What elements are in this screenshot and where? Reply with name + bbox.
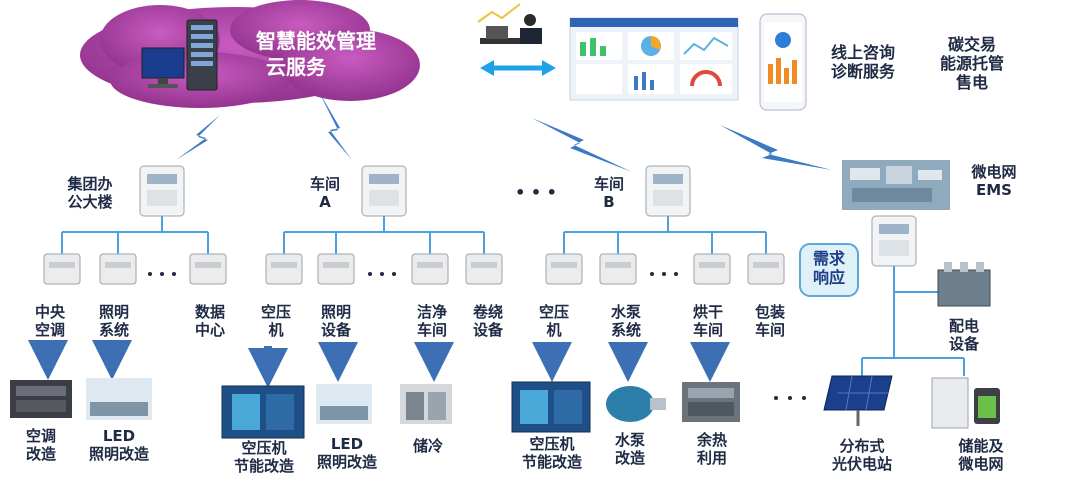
meter-label-lighting-equipment: 照明 设备 xyxy=(320,303,351,339)
breaker-module-icon xyxy=(189,253,227,285)
server-icon xyxy=(186,19,218,91)
meter-label-data-center: 数据 中心 xyxy=(194,303,225,339)
meter-label-distribution: 配电 设备 xyxy=(948,317,979,353)
breaker-module-icon xyxy=(99,253,137,285)
meter-label-winding-equipment: 卷绕 设备 xyxy=(472,303,503,339)
outcome-waste-heat: 余热 利用 xyxy=(696,431,727,467)
led-office-image xyxy=(316,384,372,424)
breaker-module-icon xyxy=(317,253,355,285)
transformer-image xyxy=(937,262,991,307)
lightning-bolt-icon xyxy=(532,118,632,172)
group-ellipsis: • • • xyxy=(515,183,557,202)
smart-meter-icon xyxy=(871,215,917,267)
businessman-laptop-icon xyxy=(477,3,542,44)
outcome-solar-station: 分布式 光伏电站 xyxy=(831,437,892,473)
dashboard-screenshot xyxy=(569,17,739,101)
air-compressor-image xyxy=(511,381,591,433)
meter-label-compressor-a: 空压 机 xyxy=(260,303,291,339)
breaker-module-icon xyxy=(465,253,503,285)
breaker-module-icon xyxy=(747,253,785,285)
cold-storage-image xyxy=(400,384,452,424)
demand-response-badge xyxy=(799,243,859,297)
group-label-workshop-b: 车间 B xyxy=(593,175,624,211)
lightning-bolt-icon xyxy=(176,115,220,160)
group-label-workshop-a: 车间 A xyxy=(309,175,340,211)
cloud-shape xyxy=(80,0,420,108)
outcome-led-retrofit-1: LED 照明改造 xyxy=(88,427,149,463)
bidirectional-arrow xyxy=(480,60,556,76)
outcome-storage-microgrid: 储能及 微电网 xyxy=(958,437,1004,473)
ellipsis-dots xyxy=(148,272,806,400)
heat-recovery-image xyxy=(682,382,740,422)
breaker-module-icon xyxy=(693,253,731,285)
outcome-compressor-retrofit-2: 空压机 节能改造 xyxy=(521,435,582,471)
meter-label-lighting-system: 照明 系统 xyxy=(98,303,129,339)
breaker-module-icon xyxy=(411,253,449,285)
cloud-title-line2: 云服务 xyxy=(266,55,326,79)
monitor-icon xyxy=(141,47,185,88)
meter-label-packaging-workshop: 包装 车间 xyxy=(754,303,785,339)
breaker-module-icon xyxy=(265,253,303,285)
group-label-office: 集团办 公大楼 xyxy=(67,175,113,211)
microgrid-aerial-image xyxy=(842,160,950,210)
meter-label-drying-workshop: 烘干 车间 xyxy=(692,303,723,339)
breaker-module-icon xyxy=(545,253,583,285)
smart-meter-icon xyxy=(361,165,407,217)
meter-label-compressor-b: 空压 机 xyxy=(538,303,569,339)
outcome-led-retrofit-2: LED 照明改造 xyxy=(316,435,377,471)
meter-label-pump-system: 水泵 系统 xyxy=(610,303,641,339)
energy-storage-cabinet-image xyxy=(931,377,1000,429)
mobile-phone-icon xyxy=(759,13,807,111)
outcome-cold-storage: 储冷 xyxy=(412,437,443,455)
cloud-title-line1: 智慧能效管理 xyxy=(256,29,376,53)
meter-label-clean-room: 洁净 车间 xyxy=(416,303,447,339)
smart-meter-icon xyxy=(645,165,691,217)
air-compressor-image xyxy=(221,385,305,439)
outcome-compressor-retrofit-1: 空压机 节能改造 xyxy=(233,439,294,475)
online-consulting-label: 线上咨询 诊断服务 xyxy=(830,43,895,81)
down-arrows xyxy=(28,340,730,388)
outcome-ac-retrofit: 空调 改造 xyxy=(25,427,56,463)
lightning-bolt-icon xyxy=(720,125,832,170)
solar-panel-image xyxy=(823,375,893,426)
smart-meter-icon xyxy=(139,165,185,217)
group-label-ems: 微电网 EMS xyxy=(971,163,1017,199)
bus-wires xyxy=(61,216,965,376)
led-office-image xyxy=(86,378,152,420)
hvac-unit-image xyxy=(10,380,72,418)
breaker-module-icon xyxy=(43,253,81,285)
demand-response-label: 需求 响应 xyxy=(812,249,845,287)
breaker-module-icon xyxy=(599,253,637,285)
water-pump-image xyxy=(606,386,666,422)
carbon-trading-label: 碳交易 能源托管 售电 xyxy=(939,35,1004,92)
meter-label-central-ac: 中央 空调 xyxy=(34,303,65,339)
outcome-pump-retrofit: 水泵 改造 xyxy=(614,431,645,467)
